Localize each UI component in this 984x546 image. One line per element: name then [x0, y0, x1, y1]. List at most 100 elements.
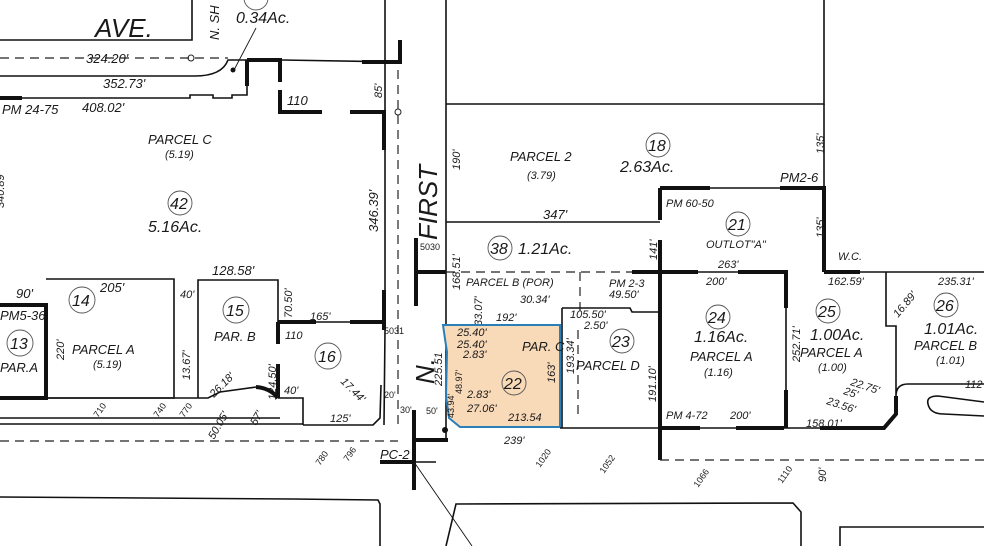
dim-324-20: 324.20' — [86, 51, 129, 66]
dim-158-01: 158.01' — [806, 418, 843, 430]
parcel-name-13: PAR.A — [0, 360, 38, 375]
parcel-number-14: 14 — [72, 293, 90, 310]
dim-50-05: 50.05' — [206, 409, 232, 441]
dim-48-97: 48.97' — [454, 369, 464, 394]
plat-ref-pm-2-3: PM 2-3 — [609, 278, 645, 290]
parcel-number-26: 26 — [935, 298, 954, 315]
parcel-number-circle-22 — [501, 370, 527, 396]
address-1066: 1066 — [691, 467, 711, 489]
parcel-number-circle-14 — [68, 286, 96, 314]
dim-2-83-a: 2.83' — [462, 349, 487, 361]
address-796: 796 — [341, 445, 358, 463]
dim-70-50: 70.50' — [283, 287, 295, 318]
dim-20: 20' — [384, 390, 396, 400]
parcel-name-23: PARCEL D — [576, 358, 640, 373]
dim-235-31: 235.31' — [937, 276, 975, 288]
parcel-name-15: PAR. B — [214, 329, 256, 344]
parcel-number-42: 42 — [170, 196, 188, 213]
street-label-n-sh: N. SH — [207, 5, 222, 40]
boundary-segment — [278, 90, 322, 114]
parcel-number-circle-18 — [645, 132, 671, 158]
dim-27-06: 27.06' — [466, 403, 498, 415]
road-edge — [0, 59, 247, 77]
parcel-number-circle-42 — [167, 190, 193, 216]
parcel-acres-42: 5.16Ac. — [148, 219, 202, 236]
parcel-number-circle-38 — [487, 235, 513, 261]
dim-50: 50' — [426, 406, 438, 416]
parcel-name-21: OUTLOT"A" — [706, 239, 767, 251]
plat-ref-pm-60-50: PM 60-50 — [666, 198, 715, 210]
address-5031: 5031 — [384, 326, 404, 336]
monument-icon — [187, 54, 195, 62]
parcel-23-north-line — [562, 307, 660, 313]
dim-200-top: 200' — [705, 276, 727, 288]
address-780: 780 — [313, 449, 330, 467]
dim-90-right: 90' — [817, 467, 829, 482]
parcel-number-23: 23 — [611, 334, 630, 351]
address-1110: 1110 — [775, 464, 794, 485]
parcel-number-circle-16 — [314, 342, 342, 370]
monument-icon — [394, 108, 402, 116]
boundary-segment — [414, 238, 446, 306]
boundary-segment — [362, 40, 402, 64]
parcel-number-circle-26 — [933, 292, 959, 318]
dim-340-89: 340.89 — [0, 174, 7, 208]
street-label-first: FIRST — [413, 163, 443, 240]
dim-162-59: 162.59' — [828, 276, 865, 288]
address-710: 710 — [91, 401, 108, 419]
dim-141: 141' — [648, 239, 660, 260]
dim-25-40-a: 25.40' — [456, 327, 488, 339]
boundary-segment — [632, 270, 860, 308]
south-lot-line — [0, 386, 257, 399]
parcel-16-west-line — [278, 397, 304, 425]
dim-135-top: 135' — [815, 133, 827, 154]
plat-ref-pm5-36: PM5-36 — [0, 308, 46, 323]
dim-192: 192' — [496, 312, 517, 324]
parcel-number-25: 25 — [817, 304, 836, 321]
point-marker — [442, 427, 448, 433]
dim-40-bottom: 40' — [284, 385, 299, 397]
parcel-acres-25: 1.00Ac. — [810, 327, 864, 344]
plat-ref-pm-4-72: PM 4-72 — [666, 410, 708, 422]
dim-205: 205' — [99, 280, 125, 295]
dim-165: 165' — [310, 311, 331, 323]
plat-ref-wc: W.C. — [838, 251, 862, 263]
dim-30-34: 30.34' — [520, 294, 551, 306]
dim-17-44: 17.44' — [338, 376, 368, 406]
address-740: 740 — [151, 401, 168, 419]
leader-line — [233, 27, 257, 71]
dim-352-73: 352.73' — [103, 76, 146, 91]
dim-408-02: 408.02' — [82, 100, 125, 115]
dim-125: 125' — [330, 413, 351, 425]
parcel-number-38: 38 — [490, 241, 508, 258]
parcel-number-circle-24 — [705, 304, 731, 330]
dim-2-83-b: 2.83' — [466, 389, 491, 401]
dim-128-58: 128.58' — [212, 263, 255, 278]
dim-43-94: 43.94' — [446, 393, 456, 418]
boundary-segment — [842, 396, 898, 430]
boundary-segment — [380, 410, 448, 490]
dim-85: 85' — [373, 83, 385, 98]
dim-105-50: 105.50' — [570, 309, 607, 321]
dim-33-07: 33.07' — [473, 295, 485, 326]
dim-90-left: 90' — [16, 286, 33, 301]
parcel-name-18: PARCEL 2 — [510, 149, 572, 164]
parcel-name-26: PARCEL B — [914, 338, 977, 353]
dim-220: 220' — [55, 339, 67, 361]
dim-110-lower: 110 — [285, 330, 303, 342]
parcel-acres-24: 1.16Ac. — [694, 329, 748, 346]
parcel-22-highlight[interactable] — [441, 324, 561, 428]
address-770: 770 — [177, 401, 194, 419]
dim-263: 263' — [717, 259, 739, 271]
dim-16-89: 16.89' — [891, 289, 920, 320]
street-curb-lines — [0, 417, 303, 425]
dim-13-67: 13.67' — [181, 349, 193, 380]
dim-346-39: 346.39' — [366, 189, 381, 232]
plat-ref-pc-2: PC-2 — [380, 447, 410, 462]
cul-de-sac-island — [926, 395, 984, 417]
parcel-number-24: 24 — [707, 310, 726, 327]
parcel-sub-18: (3.79) — [527, 170, 556, 182]
address-5030: 5030 — [420, 242, 440, 252]
parcel-acres-26: 1.01Ac. — [924, 321, 978, 338]
boundary-segment — [247, 58, 282, 82]
